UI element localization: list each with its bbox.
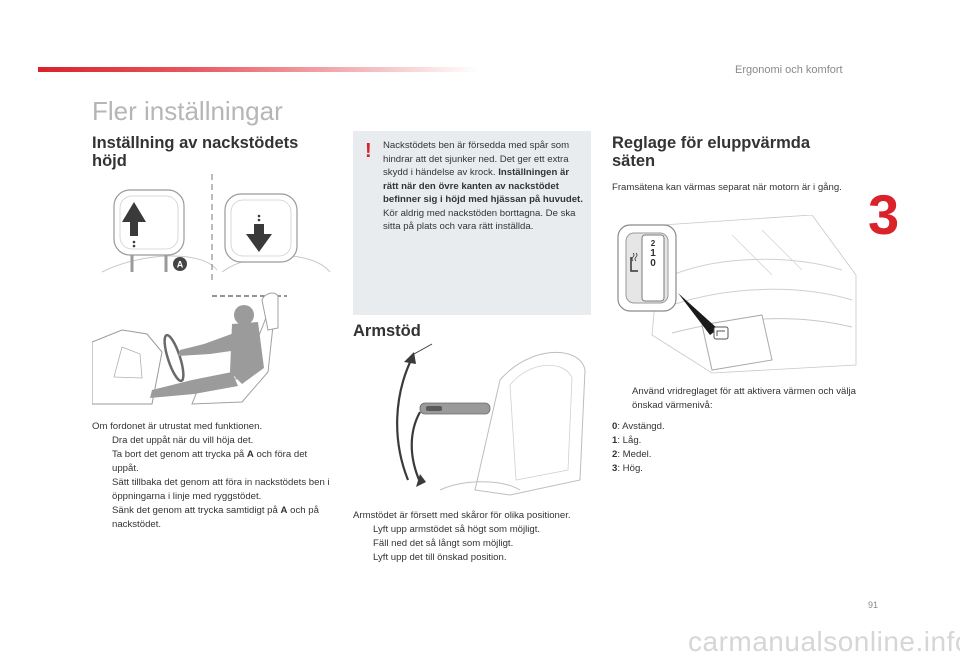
- chapter-number: 3: [868, 183, 900, 246]
- arrow-down-icon: [416, 474, 426, 487]
- badge-a: A: [177, 260, 184, 270]
- list-item: Sätt tillbaka det genom att föra in nack…: [112, 477, 330, 502]
- ref-a: A: [246, 449, 254, 460]
- armrest-instructions: Armstödet är försett med skåror för olik…: [353, 509, 583, 565]
- seat-heat-icon: [630, 252, 638, 272]
- seat-heating-heading-line1: Reglage för eluppvärmda: [612, 134, 811, 152]
- arrow-up-icon: [404, 352, 416, 364]
- list-item: Sänk det genom att trycka samtidigt på A…: [112, 505, 319, 530]
- dial-label-2: 2: [651, 239, 656, 248]
- level-item: 0: Avstängd.: [612, 421, 665, 432]
- list-item: Lyft upp armstödet så högt som möjligt.: [373, 524, 541, 535]
- level-item: 1: Låg.: [612, 435, 642, 446]
- armrest-intro: Armstödet är försett med skåror för olik…: [353, 510, 571, 521]
- seat-heating-illustration: 2 1 0: [617, 215, 857, 374]
- headrest-instructions: Om fordonet är utrustat med funktionen. …: [92, 420, 332, 532]
- heating-dial[interactable]: 2 1 0: [617, 224, 677, 312]
- warning-icon: !: [365, 140, 372, 162]
- level-item: 3: Hög.: [612, 463, 643, 474]
- headrest-heading: Inställning av nackstödets höjd: [92, 134, 332, 170]
- list-item: Dra det uppåt när du vill höja det.: [112, 435, 254, 446]
- headrest-left: [113, 189, 185, 272]
- seat-heating-heading-line2: säten: [612, 152, 656, 170]
- page-number: 91: [868, 600, 879, 610]
- seat-heating-instructions: Använd vridreglaget för att aktivera vär…: [612, 385, 857, 413]
- level-item: 2: Medel.: [612, 449, 652, 460]
- list-item: Fäll ned det så långt som möjligt.: [373, 538, 514, 549]
- headrest-heading-line1: Inställning av nackstödets: [92, 134, 299, 152]
- headrest-intro: Om fordonet är utrustat med funktionen.: [92, 421, 263, 432]
- warning-text: Nackstödets ben är försedda med spår som…: [383, 140, 583, 232]
- armrest-illustration: [396, 343, 586, 496]
- armrest-heading: Armstöd: [353, 322, 421, 340]
- heating-levels: 0: Avstängd. 1: Låg. 2: Medel. 3: Hög.: [612, 420, 812, 476]
- dial-label-0: 0: [650, 258, 656, 269]
- seat-heating-intro: Framsätena kan värmas separat när motorn…: [612, 182, 842, 193]
- headrest-illustration: A: [92, 174, 331, 405]
- seat-heat-button-icon: [713, 326, 729, 340]
- dial-label-1: 1: [650, 248, 656, 259]
- list-item: Använd vridreglaget för att aktivera vär…: [632, 386, 856, 411]
- warning-emphasis: Inställningen är rätt när den övre kante…: [383, 167, 583, 205]
- arrow-up-icon: [122, 202, 146, 236]
- list-item: Ta bort det genom att trycka på A och fö…: [112, 449, 308, 474]
- section-title: Ergonomi och komfort: [735, 64, 843, 76]
- arrow-down-icon: [246, 224, 272, 252]
- driver-scene: [92, 292, 279, 405]
- armrest: [419, 402, 491, 415]
- ref-a: A: [280, 505, 288, 516]
- seat-heating-heading: Reglage för eluppvärmda säten: [612, 134, 852, 170]
- warning-box: [353, 131, 591, 315]
- headrest-heading-line2: höjd: [92, 152, 127, 170]
- header-accent-bar: [38, 67, 478, 72]
- page-title: Fler inställningar: [92, 96, 283, 126]
- headrest-right: [224, 193, 298, 263]
- watermark-logo: carmanualsonline.info: [688, 626, 960, 657]
- list-item: Lyft upp det till önskad position.: [373, 552, 507, 563]
